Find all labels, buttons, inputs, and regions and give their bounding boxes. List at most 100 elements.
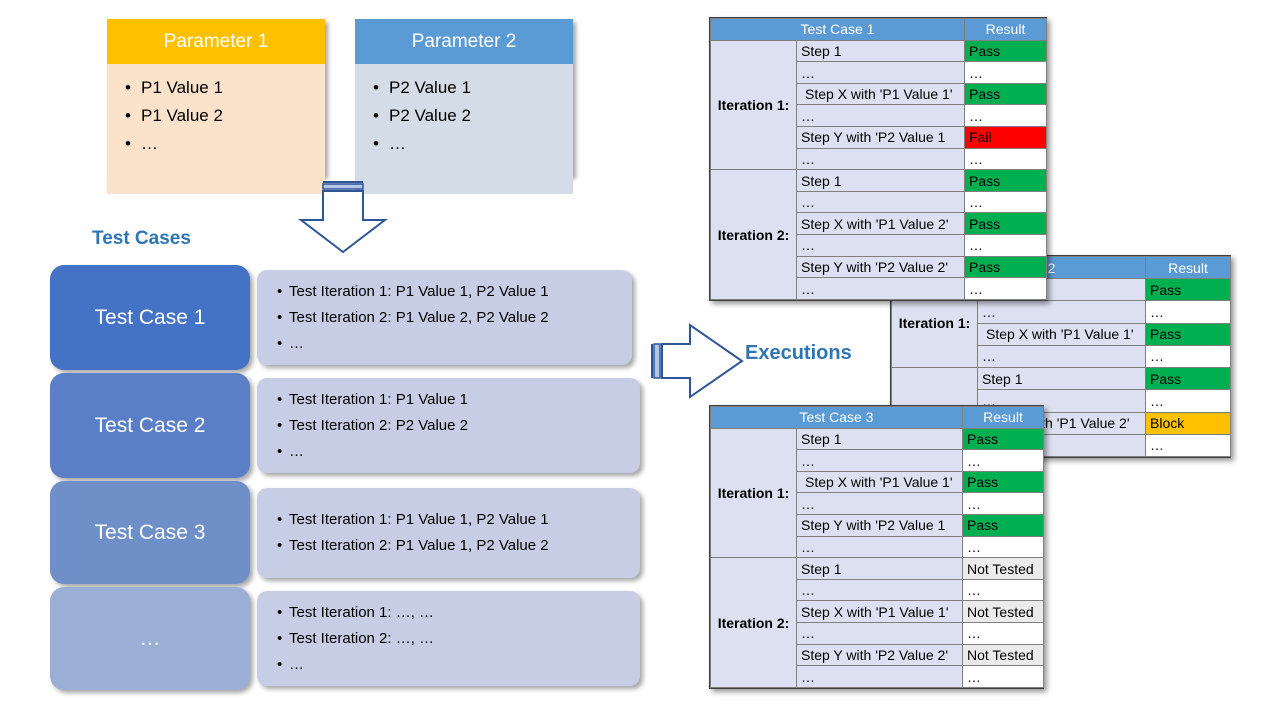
table-row: … … — [711, 492, 1044, 516]
result-cell: … — [964, 104, 1047, 128]
test-case-box-label: Test Case 2 — [94, 413, 206, 437]
test-case-detail-2: Test Iteration 1: P1 Value 1 Test Iterat… — [257, 378, 640, 473]
step-cell: … — [796, 104, 965, 128]
table-row: Iteration 1: Step 1 Pass — [710, 39, 1047, 171]
iteration-label: Iteration 2: — [710, 169, 797, 300]
table-row: Step X with 'P1 Value 1' Pass — [711, 82, 1047, 106]
table-result-header: Result — [962, 406, 1044, 429]
test-case-box-2[interactable]: Test Case 2 — [50, 373, 250, 478]
step-cell: … — [796, 190, 965, 214]
executions-label: Executions — [745, 342, 852, 364]
parameter-card-1-body: P1 Value 1 P1 Value 2 … — [107, 64, 325, 194]
table-row: … … — [711, 449, 1044, 472]
table-row: … … — [711, 104, 1047, 128]
result-cell: … — [962, 492, 1044, 516]
step-cell: … — [796, 147, 965, 171]
table-row: Step X with 'P1 Value 1' Pass — [892, 322, 1231, 346]
step-cell: Step X with 'P1 Value 1' — [796, 470, 963, 494]
step-cell: Step 1 — [796, 427, 963, 451]
iteration-line: Test Iteration 2: …, … — [277, 626, 640, 652]
test-case-box-3[interactable]: Test Case 3 — [50, 481, 250, 584]
step-cell: … — [796, 492, 963, 516]
result-cell: Block — [1145, 411, 1231, 435]
result-cell: Pass — [964, 255, 1047, 279]
down-arrow-icon — [298, 181, 388, 254]
parameter-value: P2 Value 1 — [373, 74, 573, 102]
step-cell: … — [796, 449, 963, 472]
result-cell: Pass — [964, 169, 1047, 192]
parameter-card-1: Parameter 1 P1 Value 1 P1 Value 2 … — [107, 19, 325, 194]
step-cell: … — [796, 277, 965, 300]
test-case-box-more[interactable]: … — [50, 587, 250, 690]
step-cell: Step X with 'P1 Value 1' — [977, 322, 1146, 346]
step-cell: … — [977, 300, 1146, 324]
step-cell: Step 1 — [796, 39, 965, 63]
result-cell: Pass — [964, 39, 1047, 63]
result-cell: Pass — [1145, 278, 1231, 302]
step-cell: … — [796, 234, 965, 257]
iteration-label: Iteration 1: — [710, 39, 797, 171]
result-cell: … — [1145, 389, 1231, 413]
parameter-card-1-title: Parameter 1 — [107, 19, 325, 64]
result-cell: Pass — [962, 514, 1044, 537]
parameter-card-2-body: P2 Value 1 P2 Value 2 … — [355, 64, 573, 194]
parameter-card-2-title: Parameter 2 — [355, 19, 573, 64]
test-case-box-label: Test Case 3 — [94, 520, 206, 544]
table-row: Iteration 1: Step 1 Pass — [710, 427, 1044, 559]
test-case-box-1[interactable]: Test Case 1 — [50, 265, 250, 370]
step-cell: … — [796, 578, 963, 602]
step-cell: Step X with 'P1 Value 1' — [796, 82, 965, 106]
table-row: … … — [711, 578, 1044, 602]
table-row: … … — [711, 535, 1044, 559]
table-row: … … — [711, 622, 1044, 645]
result-cell: … — [962, 578, 1044, 602]
table-title: Test Case 3 — [710, 406, 963, 429]
parameter-value: … — [125, 130, 325, 158]
iteration-line: Test Iteration 1: P1 Value 1, P2 Value 1 — [277, 279, 632, 305]
parameter-value: … — [373, 130, 573, 158]
step-cell: Step Y with 'P2 Value 1 — [796, 126, 965, 149]
parameter-value: P2 Value 2 — [373, 102, 573, 130]
result-cell: … — [1145, 433, 1231, 458]
iteration-line: … — [277, 439, 640, 465]
iteration-line: … — [277, 331, 632, 357]
table-row: … … — [711, 61, 1047, 84]
table-result-header: Result — [1145, 255, 1231, 280]
table-row: Step Y with 'P2 Value 1 Pass — [711, 514, 1044, 537]
result-cell: … — [962, 665, 1044, 688]
step-cell: Step Y with 'P2 Value 2' — [796, 643, 963, 667]
result-cell: Pass — [964, 212, 1047, 236]
result-cell: … — [962, 622, 1044, 645]
table-result-header: Result — [964, 18, 1047, 41]
step-cell: … — [796, 665, 963, 688]
step-cell: … — [796, 535, 963, 559]
result-cell: Pass — [964, 82, 1047, 106]
result-cell: … — [964, 190, 1047, 214]
table-row: … … — [711, 147, 1047, 171]
iteration-label: Iteration 1: — [710, 427, 797, 559]
step-cell: … — [796, 61, 965, 84]
table-row: … … — [892, 389, 1231, 413]
result-cell: … — [962, 535, 1044, 559]
iteration-line: … — [277, 652, 640, 678]
table-row: … … — [711, 234, 1047, 257]
table-row: Iteration 2: Step 1 Not Tested — [710, 557, 1044, 688]
iteration-line: Test Iteration 2: P2 Value 2 — [277, 413, 640, 439]
parameter-value: P1 Value 2 — [125, 102, 325, 130]
result-cell: … — [1145, 300, 1231, 324]
execution-table-test-case-1: Test Case 1 Result Iteration 1: Step 1 P… — [709, 17, 1047, 301]
result-cell: … — [962, 449, 1044, 472]
iteration-line: Test Iteration 2: P1 Value 1, P2 Value 2 — [277, 533, 640, 559]
table-row: Step Y with 'P2 Value 2' Not Tested — [711, 643, 1044, 667]
result-cell: Pass — [962, 427, 1044, 451]
step-cell: … — [796, 622, 963, 645]
step-cell: Step 1 — [796, 557, 963, 580]
table-row: … … — [892, 344, 1231, 369]
result-cell: … — [964, 277, 1047, 300]
result-cell: Not Tested — [962, 643, 1044, 667]
test-case-detail-1: Test Iteration 1: P1 Value 1, P2 Value 1… — [257, 270, 632, 365]
result-cell: Pass — [1145, 322, 1231, 346]
step-cell: Step 1 — [796, 169, 965, 192]
table-row: Step Y with 'P2 Value 2' Pass — [711, 255, 1047, 279]
result-cell: Not Tested — [962, 600, 1044, 624]
